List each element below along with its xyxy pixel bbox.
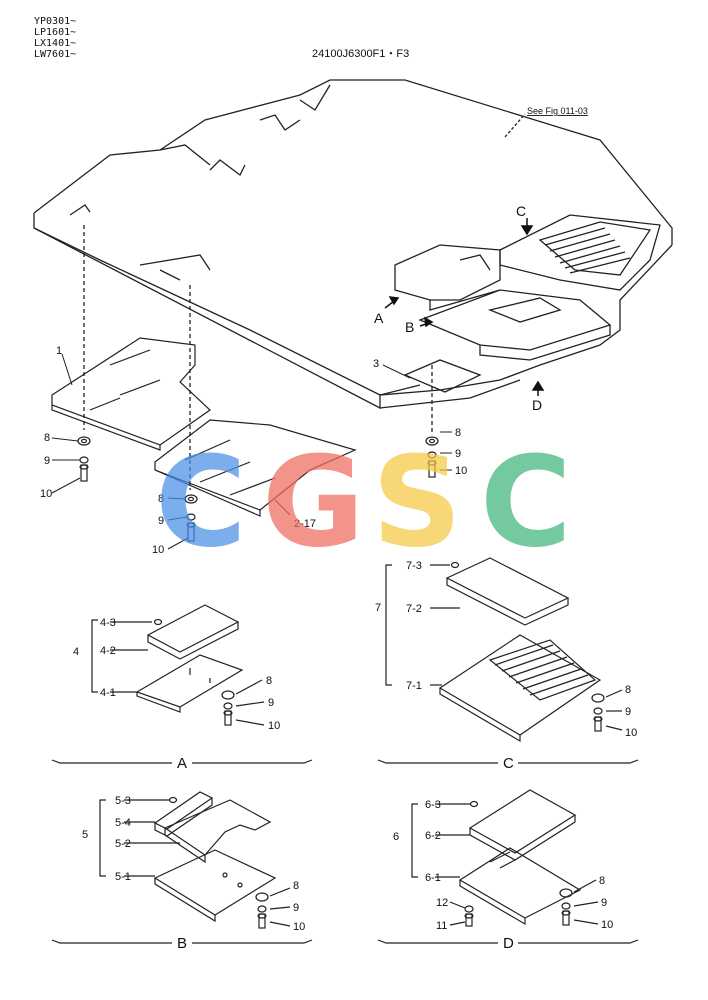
detail-d-part-3: 6-3 [425, 799, 441, 811]
serial-2: LP1601~ [34, 27, 76, 38]
detail-a-part-1: 4-1 [100, 687, 116, 699]
part-number: 24100J6300F1・F3 [312, 48, 409, 60]
detail-c-drawing [377, 557, 639, 764]
callout-8-right: 8 [455, 427, 461, 439]
callout-2-17: 2-17 [294, 518, 316, 530]
serial-1: YP0301~ [34, 16, 76, 27]
detail-a-caption: A [177, 755, 187, 772]
detail-c-fastener-8: 8 [625, 684, 631, 696]
detail-c-caption: C [503, 755, 514, 772]
callout-1: 1 [56, 345, 62, 357]
detail-b-drawing [51, 791, 313, 944]
callout-10-left: 10 [40, 488, 52, 500]
detail-a-fastener-8: 8 [266, 675, 272, 687]
view-marker-a: A [374, 310, 384, 326]
detail-d-caption: D [503, 935, 514, 952]
callout-leaders-main [51, 353, 452, 550]
callout-10-center: 10 [152, 544, 164, 556]
watermark-letter: G [262, 430, 365, 575]
detail-b-fastener-9: 9 [293, 902, 299, 914]
detail-d-fastener-11: 11 [436, 920, 447, 932]
view-arrows [384, 218, 545, 396]
detail-a-fastener-10: 10 [268, 720, 280, 732]
callout-9-right: 9 [455, 448, 461, 460]
view-marker-c: C [516, 203, 526, 219]
serial-4: LW7601~ [34, 49, 76, 60]
detail-a-fastener-9: 9 [268, 697, 274, 709]
detail-d-drawing [377, 789, 639, 944]
detail-c-part-1: 7-1 [406, 680, 422, 692]
watermark-letter: C [480, 430, 572, 575]
detail-d-group: 6 [393, 831, 399, 843]
detail-b-part-1: 5-1 [115, 871, 131, 883]
detail-b-caption: B [177, 935, 187, 952]
detail-d-part-2: 6-2 [425, 830, 441, 842]
panel-2-17-drawing [154, 419, 357, 517]
detail-a-part-2: 4-2 [100, 645, 116, 657]
detail-c-part-2: 7-2 [406, 603, 422, 615]
detail-b-fastener-8: 8 [293, 880, 299, 892]
detail-b-fastener-10: 10 [293, 921, 305, 933]
detail-d-fastener-12: 12 [436, 897, 448, 909]
detail-b-part-3: 5-3 [115, 795, 131, 807]
detail-b-part-4: 5-4 [115, 817, 131, 829]
detail-a-group: 4 [73, 646, 79, 658]
callout-3: 3 [373, 358, 379, 370]
header: YP0301~ LP1601~ LX1401~ LW7601~ 24100J63… [34, 16, 588, 116]
detail-b-group: 5 [82, 829, 88, 841]
callout-9-left: 9 [44, 455, 50, 467]
view-marker-d: D [532, 397, 542, 413]
view-marker-b: B [405, 319, 414, 335]
detail-d-fastener-8: 8 [599, 875, 605, 887]
detail-c-part-3: 7-3 [406, 560, 422, 572]
callout-8-left: 8 [44, 432, 50, 444]
detail-b-part-2: 5-2 [115, 838, 131, 850]
main-frame-drawing [33, 79, 673, 490]
detail-c-fastener-9: 9 [625, 706, 631, 718]
callout-9-center: 9 [158, 515, 164, 527]
detail-a-part-3: 4-3 [100, 617, 116, 629]
panel-1-drawing [51, 337, 211, 451]
detail-d-part-1: 6-1 [425, 872, 441, 884]
serial-3: LX1401~ [34, 38, 76, 49]
callout-10-right: 10 [455, 465, 467, 477]
detail-c-fastener-10: 10 [625, 727, 637, 739]
detail-d-fastener-9: 9 [601, 897, 607, 909]
watermark-letter: C [155, 430, 247, 575]
watermark-letter: S [372, 430, 462, 575]
detail-d-fastener-10: 10 [601, 919, 613, 931]
detail-c-group: 7 [375, 602, 381, 614]
detail-a-drawing [51, 604, 313, 764]
callout-8-center: 8 [158, 493, 164, 505]
see-fig-reference: See Fig 011-03 [527, 106, 588, 116]
